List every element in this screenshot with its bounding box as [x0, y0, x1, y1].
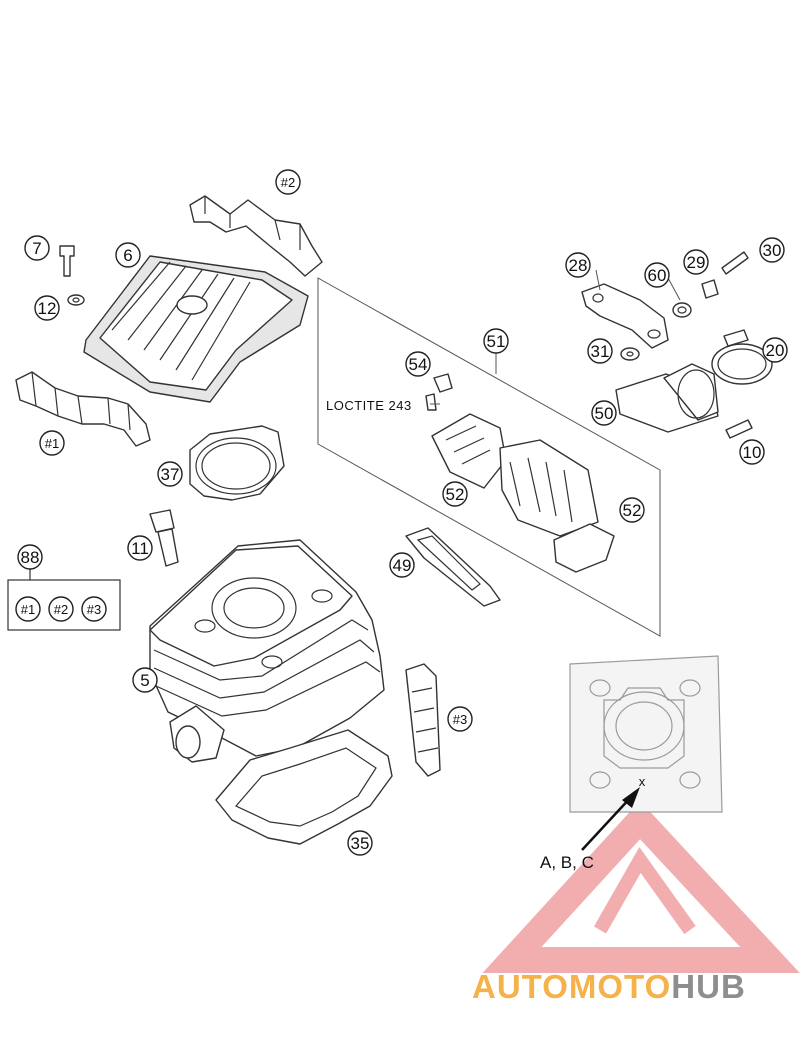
- callout-5: 5: [132, 667, 158, 693]
- svg-text:#2: #2: [54, 602, 68, 617]
- callout-29: 29: [683, 249, 709, 275]
- part-intake-flange-50: [615, 363, 719, 433]
- part-screw-30: [721, 251, 749, 275]
- watermark-part2: HUB: [671, 968, 746, 1005]
- svg-text:50: 50: [595, 404, 614, 423]
- part-hose-clamp-20: [711, 329, 773, 385]
- svg-text:6: 6: [123, 246, 132, 265]
- callout-12: 12: [34, 295, 60, 321]
- part-bracket-3: [405, 663, 441, 777]
- reed-valve-group-outline: [317, 277, 661, 637]
- svg-text:10: 10: [743, 443, 762, 462]
- part-reed-petal-52b: [553, 523, 615, 573]
- svg-text:#1: #1: [21, 602, 35, 617]
- callout-2: #2: [275, 169, 301, 195]
- part-cylinder: [149, 539, 385, 763]
- callout-60: 60: [644, 262, 670, 288]
- callout-37: 37: [157, 461, 183, 487]
- part-base-gasket: [215, 729, 393, 845]
- callout-54: 54: [405, 351, 431, 377]
- detail-label: A, B, C: [540, 853, 594, 872]
- svg-text:12: 12: [38, 299, 57, 318]
- part-washer-31: [620, 347, 640, 361]
- part-spacer-60: [672, 302, 692, 318]
- svg-text:#1: #1: [45, 436, 59, 451]
- kit-item-3: #3: [81, 596, 107, 622]
- part-sleeve-29: [701, 279, 719, 299]
- callout-11: 11: [127, 535, 153, 561]
- svg-text:88: 88: [21, 548, 40, 567]
- part-cylinder-head: [83, 255, 309, 403]
- callout-50: 50: [591, 400, 617, 426]
- detail-arrow: [581, 787, 640, 851]
- callout-28: 28: [565, 252, 591, 278]
- svg-text:29: 29: [687, 253, 706, 272]
- watermark-text: AUTOMOTOHUB: [472, 968, 746, 1005]
- part-head-gasket: [189, 425, 285, 501]
- part-bolt-7: [59, 245, 75, 277]
- callout-49: 49: [389, 552, 415, 578]
- svg-text:30: 30: [763, 241, 782, 260]
- callout-3: #3: [447, 706, 473, 732]
- svg-text:54: 54: [409, 355, 428, 374]
- callout-30: 30: [759, 237, 785, 263]
- callout-7: 7: [24, 235, 50, 261]
- callout-10: 10: [739, 439, 765, 465]
- leader-lines: [430, 269, 681, 405]
- svg-text:#3: #3: [87, 602, 101, 617]
- svg-text:20: 20: [766, 341, 785, 360]
- callout-20: 20: [762, 337, 788, 363]
- part-bracket-1: [15, 371, 151, 447]
- svg-text:31: 31: [591, 342, 610, 361]
- svg-text:#3: #3: [453, 712, 467, 727]
- part-gasket-49: [405, 527, 501, 607]
- part-reed-petal-52a: [431, 413, 507, 489]
- part-bracket-28: [581, 283, 669, 349]
- part-reed-block: [499, 439, 599, 537]
- callout-35: 35: [347, 830, 373, 856]
- kit-item-2: #2: [48, 596, 74, 622]
- svg-text:35: 35: [351, 834, 370, 853]
- watermark-logo: [482, 800, 800, 973]
- svg-text:37: 37: [161, 465, 180, 484]
- svg-text:#2: #2: [281, 175, 295, 190]
- callout-31: 31: [587, 338, 613, 364]
- svg-text:49: 49: [393, 556, 412, 575]
- part-washer-12: [67, 294, 85, 306]
- callout-1: #1: [39, 430, 65, 456]
- part-stud-11: [149, 509, 179, 567]
- svg-text:51: 51: [487, 332, 506, 351]
- svg-text:52: 52: [623, 501, 642, 520]
- part-bracket-2: [189, 195, 323, 277]
- svg-text:52: 52: [446, 485, 465, 504]
- callout-52b: 52: [619, 497, 645, 523]
- watermark-part1: AUTOMOTO: [472, 968, 671, 1005]
- kit-box: [7, 568, 121, 631]
- svg-text:7: 7: [32, 239, 41, 258]
- callout-88: 88: [17, 544, 43, 570]
- svg-text:28: 28: [569, 256, 588, 275]
- callout-51: 51: [483, 328, 509, 354]
- part-screw-54: [425, 373, 453, 411]
- loctite-note: LOCTITE 243: [326, 398, 412, 413]
- detail-inset: x: [569, 655, 723, 813]
- callout-52a: 52: [442, 481, 468, 507]
- svg-text:60: 60: [648, 266, 667, 285]
- callout-6: 6: [115, 242, 141, 268]
- svg-text:11: 11: [131, 539, 149, 558]
- kit-item-1: #1: [15, 596, 41, 622]
- part-bolt-10: [725, 419, 753, 439]
- svg-text:5: 5: [140, 671, 149, 690]
- detail-mark: x: [639, 774, 646, 789]
